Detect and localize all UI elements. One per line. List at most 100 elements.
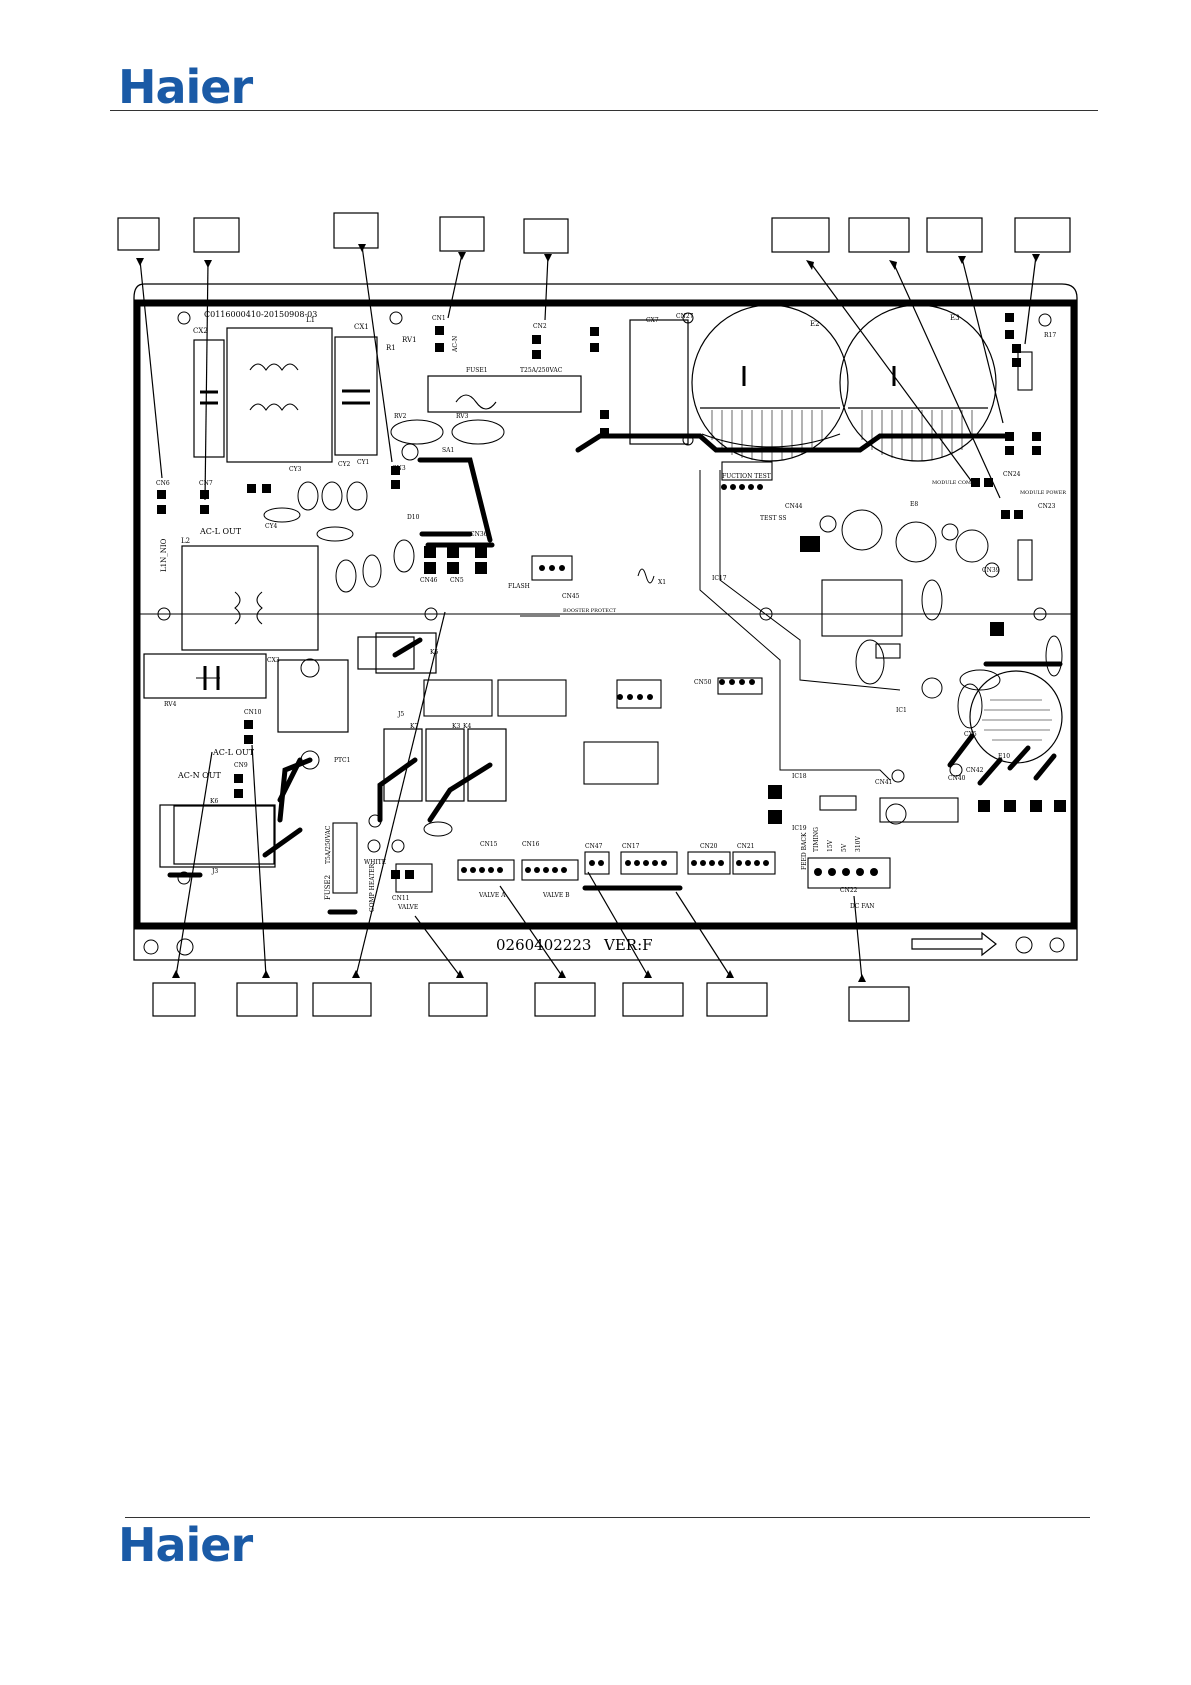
svg-text:E10: E10 [998,753,1010,760]
svg-text:CN2: CN2 [533,323,547,330]
direction-arrow-icon [911,931,997,957]
svg-text:CX1: CX1 [354,323,369,331]
svg-text:CN36: CN36 [470,531,488,538]
svg-text:CY2: CY2 [338,461,351,468]
svg-text:PTC1: PTC1 [334,757,350,764]
svg-text:CN16: CN16 [522,841,540,848]
inductor-l1 [196,363,497,690]
svg-text:CN44: CN44 [785,503,803,510]
svg-text:CY4: CY4 [265,523,278,530]
svg-text:CN9: CN9 [234,762,248,769]
svg-text:X1: X1 [658,579,666,586]
svg-text:310V: 310V [855,836,862,852]
callout-box-top-8 [926,217,983,253]
svg-text:AC-L OUT: AC-L OUT [212,748,255,757]
svg-text:RV2: RV2 [394,413,407,420]
svg-text:CX2: CX2 [193,327,208,335]
haier-logo-bottom: Haier [118,1518,253,1572]
svg-text:FUSE2: FUSE2 [324,875,332,900]
callout-box-top-7 [848,217,910,253]
svg-text:RV1: RV1 [402,336,417,344]
svg-text:L1N_NIO: L1N_NIO [160,538,168,572]
svg-text:MODULE POWER: MODULE POWER [1020,490,1066,496]
power-traces [167,433,1063,915]
svg-text:SA1: SA1 [442,447,454,454]
svg-text:CN41: CN41 [875,779,892,786]
svg-text:L1: L1 [306,316,315,324]
svg-text:CN17: CN17 [622,843,640,850]
svg-text:RV3: RV3 [456,413,469,420]
svg-text:E8: E8 [910,501,918,508]
connector-pads [157,313,1066,879]
svg-text:CN39: CN39 [982,567,1000,574]
svg-text:BOOSTER PROTECT: BOOSTER PROTECT [563,608,617,614]
svg-text:CN23: CN23 [1038,503,1056,510]
svg-text:AC-N: AC-N [452,336,459,353]
bulk-capacitors [691,304,1063,764]
svg-text:CN5: CN5 [450,577,464,584]
svg-text:IC18: IC18 [792,773,807,780]
svg-text:CN20: CN20 [700,843,718,850]
svg-text:K5: K5 [430,649,438,656]
callout-box-top-3 [333,212,379,249]
svg-text:CN47: CN47 [585,843,603,850]
cap-hatching [711,410,1052,741]
footer-rule [125,1517,1090,1518]
svg-text:5V: 5V [841,843,848,852]
svg-text:IC17: IC17 [712,575,727,582]
callout-boxes-top [117,212,1071,254]
svg-text:CN24: CN24 [1003,471,1021,478]
leader-arrowheads [136,244,1040,982]
svg-text:FLASH: FLASH [508,583,530,590]
svg-text:CX3: CX3 [267,657,280,664]
svg-text:CN27: CN27 [676,313,694,320]
svg-text:J3: J3 [211,868,218,875]
valve-b-label: VALVE B [542,892,570,899]
callout-box-top-2 [193,217,240,253]
callout-box-bottom-6 [622,982,684,1017]
svg-text:K6: K6 [210,798,218,805]
callout-box-bottom-3 [312,982,372,1017]
svg-text:CN11: CN11 [392,895,409,902]
board-id-label: C0116000410-20150908-03 [204,310,317,319]
svg-text:IC1: IC1 [896,707,907,714]
svg-text:T25A/250VAC: T25A/250VAC [520,367,563,374]
header-pins [461,484,878,876]
svg-text:TIMING: TIMING [813,827,820,852]
version-label: VER:F [603,936,653,954]
svg-text:R1: R1 [386,344,396,352]
ac-n-out-label: AC-N OUT [177,771,221,780]
svg-text:T5A/250VAC: T5A/250VAC [325,825,332,864]
svg-text:E3: E3 [950,314,960,322]
svg-text:CN1: CN1 [432,315,446,322]
signal-traces [520,470,901,781]
valve-label: VALVE [397,904,418,911]
relays [173,632,507,865]
svg-text:CN46: CN46 [420,577,438,584]
svg-text:CX7: CX7 [646,317,659,324]
pcb-labels: C0116000410-20150908-03 CX2 L1 CX1 RV1 R… [156,310,1066,912]
callout-boxes-bottom [152,982,910,1022]
callout-box-top-9 [1014,217,1071,253]
callout-box-bottom-4 [428,982,488,1017]
svg-text:L2: L2 [181,537,190,545]
svg-text:CN3: CN3 [392,465,406,472]
svg-text:K7: K7 [410,723,418,730]
svg-text:CN50: CN50 [694,679,712,686]
svg-text:K4: K4 [463,723,471,730]
svg-text:CY1: CY1 [357,459,369,466]
ac-l-out-label: AC-L OUT [199,527,242,536]
svg-text:WHITE: WHITE [364,859,386,866]
svg-text:CN15: CN15 [480,841,498,848]
svg-text:CN45: CN45 [562,593,580,600]
svg-text:FEED BACK: FEED BACK [801,832,808,870]
haier-logo-top: Haier [118,60,253,114]
svg-text:CN7: CN7 [199,480,213,487]
svg-text:R17: R17 [1044,332,1056,339]
callout-box-bottom-2 [236,982,298,1017]
svg-text:CN40: CN40 [948,775,966,782]
small-components [263,312,1063,853]
svg-text:TEST SS: TEST SS [760,515,787,522]
svg-text:FUSE1: FUSE1 [466,367,488,374]
svg-text:CN21: CN21 [737,843,754,850]
